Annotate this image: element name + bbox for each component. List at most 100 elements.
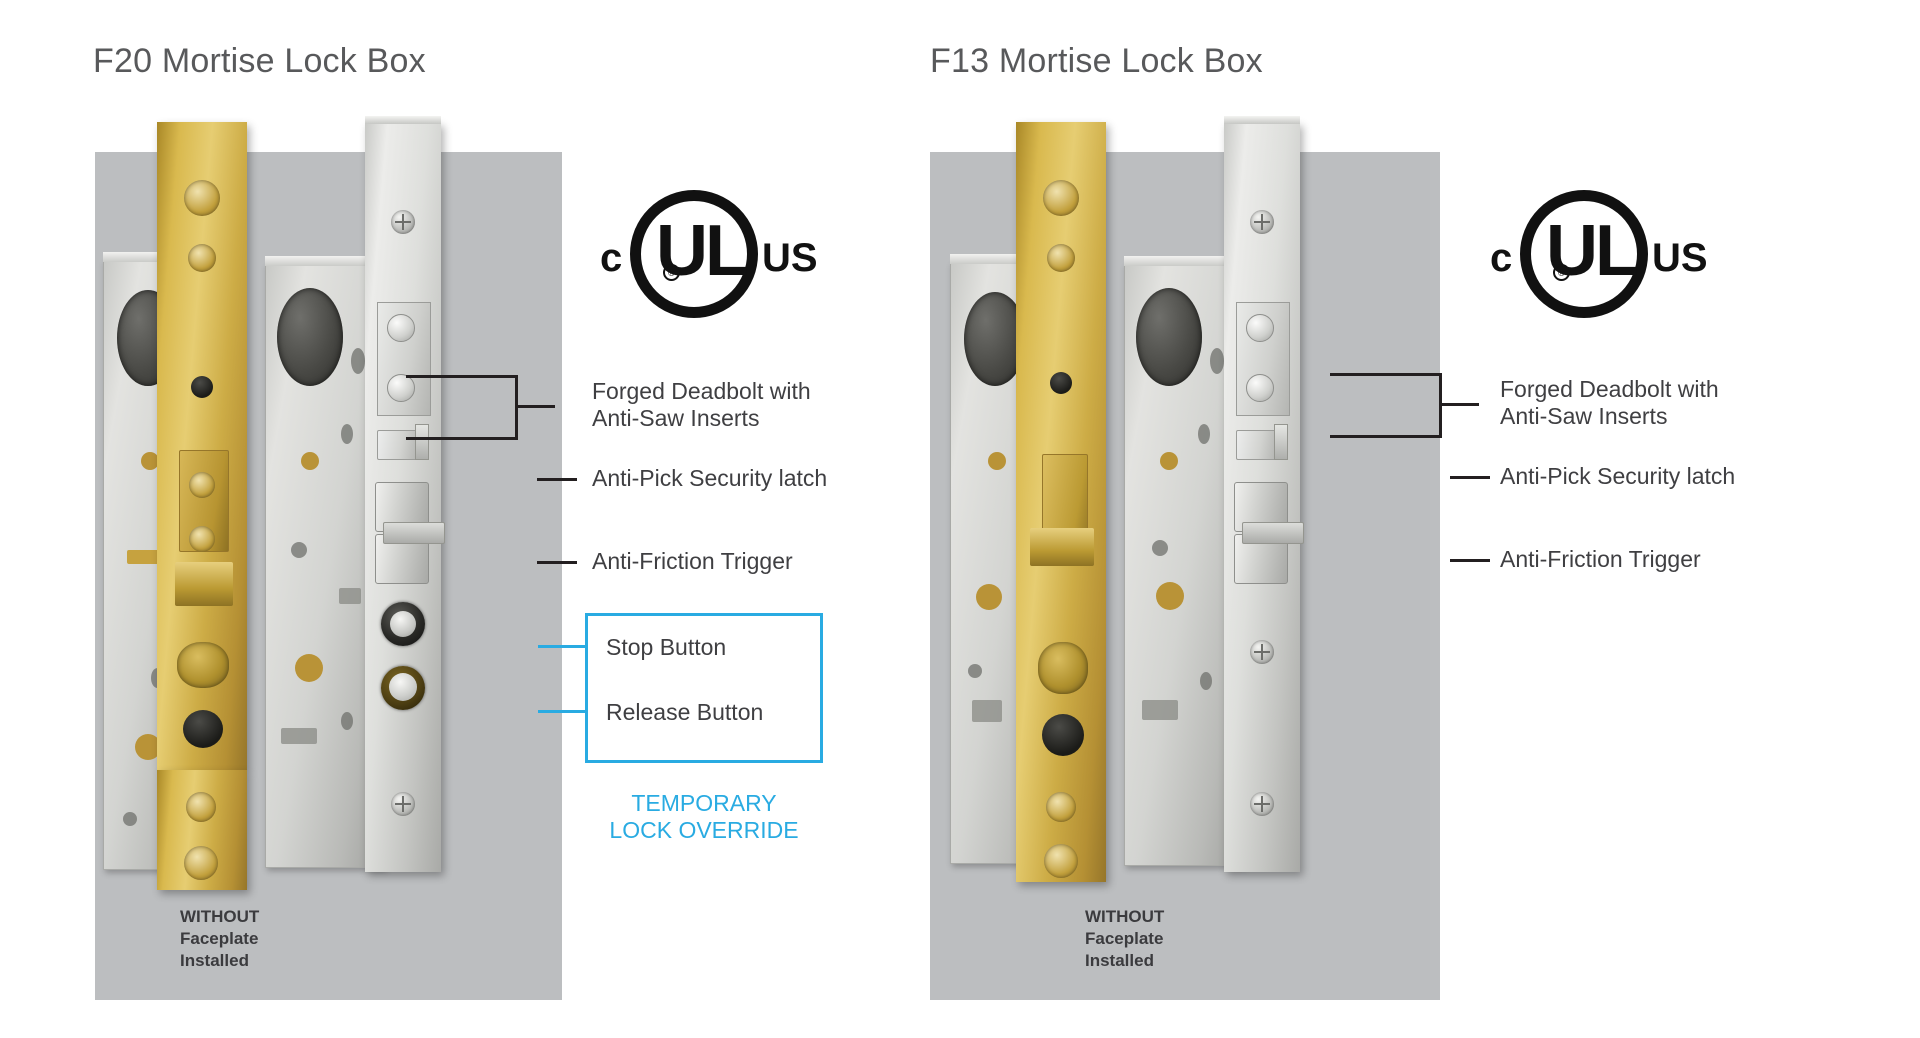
cylinder-hole-front-f13 <box>1136 288 1202 386</box>
override-note-line-2: LOCK OVERRIDE <box>609 817 799 844</box>
ul-certification-mark-f13: c UL ® US <box>1490 188 1710 318</box>
callout-anti-friction-trigger: Anti-Friction Trigger <box>592 548 793 575</box>
brass-hole-front-1 <box>301 452 319 470</box>
anti-saw-insert-top-f13 <box>1246 314 1274 342</box>
callout-anti-friction-trigger-f13: Anti-Friction Trigger <box>1500 546 1701 573</box>
faceplate-screw-bottom <box>391 792 415 816</box>
hole-front-f13-1 <box>1210 348 1224 374</box>
leader-deadbolt-bottom-f13 <box>1330 435 1442 438</box>
leader-deadbolt-bottom <box>406 437 518 440</box>
ul-certification-mark-f20: c UL ® US <box>600 188 820 318</box>
thumbturn-hole-brass <box>183 710 223 748</box>
ul-registered-symbol: ® <box>663 264 680 281</box>
faceplate-screw-hole-lower-f13 <box>1046 792 1076 822</box>
callout-anti-friction-trigger-f13-line-1: Anti-Friction Trigger <box>1500 546 1701 572</box>
callout-forged-deadbolt-line-2: Anti-Saw Inserts <box>592 405 760 432</box>
brass-faceplate-lower-f20 <box>157 770 247 890</box>
faceplate-screw-middle-f13 <box>1250 640 1274 664</box>
hole-rear-2 <box>123 812 137 826</box>
caption-line-1: WITHOUT <box>180 907 260 926</box>
brass-hole-rear-1 <box>141 452 159 470</box>
page-title: F20 Mortise Lock Box <box>93 42 426 80</box>
hole-front-4 <box>341 712 353 730</box>
ul-c-letter: c <box>600 236 623 280</box>
hole-front-f13-3 <box>1152 540 1168 556</box>
anti-saw-insert-bottom-f13 <box>1246 374 1274 402</box>
faceplate-screw-hole-upper-f13 <box>1047 244 1075 272</box>
brass-hole-front-2 <box>295 654 323 682</box>
anti-friction-trigger-tab-f13 <box>1242 522 1304 544</box>
ul-circle-outline-f13 <box>1520 190 1648 318</box>
release-button-inner <box>389 673 417 701</box>
brass-faceplate-f20 <box>157 122 247 770</box>
hole-rear-f13-2 <box>968 664 982 678</box>
brass-hole-front-f13-2 <box>1156 582 1184 610</box>
brass-hole-front-f13-1 <box>1160 452 1178 470</box>
leader-deadbolt-stub-f13 <box>1439 403 1479 406</box>
callout-anti-pick-latch: Anti-Pick Security latch <box>592 465 827 492</box>
leader-anti-pick-f13 <box>1450 476 1490 479</box>
brass-faceplate-f13 <box>1016 122 1106 882</box>
callout-forged-deadbolt-f13: Forged Deadbolt with Anti-Saw Inserts <box>1500 376 1719 430</box>
leader-anti-pick <box>537 478 577 481</box>
ul-c-letter-f13: c <box>1490 236 1513 280</box>
caption-line-3: Installed <box>180 950 249 970</box>
brass-hole-rear-f13-1 <box>988 452 1006 470</box>
anti-saw-insert-bottom <box>387 374 415 402</box>
anti-pick-latch-tongue <box>415 424 429 460</box>
spindle-hole <box>191 376 213 398</box>
callout-forged-deadbolt-f13-line-2: Anti-Saw Inserts <box>1500 403 1668 430</box>
cylinder-hole-rear-f13 <box>964 292 1026 386</box>
callout-anti-pick-latch-f13: Anti-Pick Security latch <box>1500 463 1735 490</box>
leader-deadbolt-stub <box>515 405 555 408</box>
ul-us-letters-f13: US <box>1652 236 1708 280</box>
lock-body-rear-top <box>103 252 203 262</box>
callout-forged-deadbolt: Forged Deadbolt with Anti-Saw Inserts <box>592 378 811 432</box>
anti-friction-trigger-tab <box>383 522 445 544</box>
callout-release-button: Release Button <box>606 699 763 726</box>
faceplate-screw-bottom-f13 <box>1250 792 1274 816</box>
product-photo-f20: WITHOUT Faceplate Installed <box>95 116 562 1000</box>
callout-anti-pick-latch-f13-line-1: Anti-Pick Security latch <box>1500 463 1736 489</box>
leader-stop-button <box>538 645 588 648</box>
slot-rear-f13 <box>972 700 1002 722</box>
photo-caption-f20: WITHOUT Faceplate Installed <box>180 906 259 971</box>
stop-button-hardware <box>381 602 425 646</box>
callout-stop-button-line-1: Stop Button <box>606 634 727 660</box>
slot-front-f13-1 <box>1142 700 1178 720</box>
anti-pick-security-latch <box>377 430 417 460</box>
lock-body-rear-top-f13 <box>950 254 1060 264</box>
lock-body-front-top <box>265 256 383 266</box>
faceplate-screw-hole-lower <box>186 792 216 822</box>
cylinder-hole-front <box>277 288 343 386</box>
ul-us-letters: US <box>762 236 818 280</box>
caption-line-1-f13: WITHOUT <box>1085 907 1165 926</box>
leader-anti-friction-f13 <box>1450 559 1490 562</box>
release-button-hardware <box>381 666 425 710</box>
deadbolt-pin-hole-2 <box>189 526 215 552</box>
callout-forged-deadbolt-f13-line-1: Forged Deadbolt with <box>1500 376 1719 402</box>
slot-front-2 <box>281 728 317 744</box>
faceplate-screw-hole-upper <box>188 244 216 272</box>
faceplate-screw-top-f13 <box>1250 210 1274 234</box>
hole-front-2 <box>341 424 353 444</box>
stop-button-inner <box>390 611 416 637</box>
caption-line-3-f13: Installed <box>1085 950 1154 970</box>
faceplate-screw-hole-top <box>184 180 220 216</box>
silver-faceplate-top-edge-f13 <box>1224 116 1300 124</box>
override-note-line-1: TEMPORARY <box>631 790 777 816</box>
product-photo-f13: WITHOUT Faceplate Installed <box>930 116 1440 1000</box>
caption-line-2-f13: Faceplate <box>1085 928 1164 948</box>
brass-hole-rear-2 <box>135 734 161 760</box>
faceplate-screw-hole-bottom <box>184 846 218 880</box>
leader-deadbolt-top <box>406 375 518 378</box>
silver-faceplate-top-edge <box>365 116 441 124</box>
photo-caption-f13: WITHOUT Faceplate Installed <box>1085 906 1164 971</box>
callout-forged-deadbolt-line-1: Forged Deadbolt with <box>592 378 811 404</box>
brass-hole-rear-f13-2 <box>976 584 1002 610</box>
hole-front-3 <box>291 542 307 558</box>
callout-release-button-line-1: Release Button <box>606 699 764 725</box>
caption-line-2: Faceplate <box>180 928 259 948</box>
latch-bolt-brass <box>175 562 233 606</box>
leader-deadbolt-top-f13 <box>1330 373 1442 376</box>
